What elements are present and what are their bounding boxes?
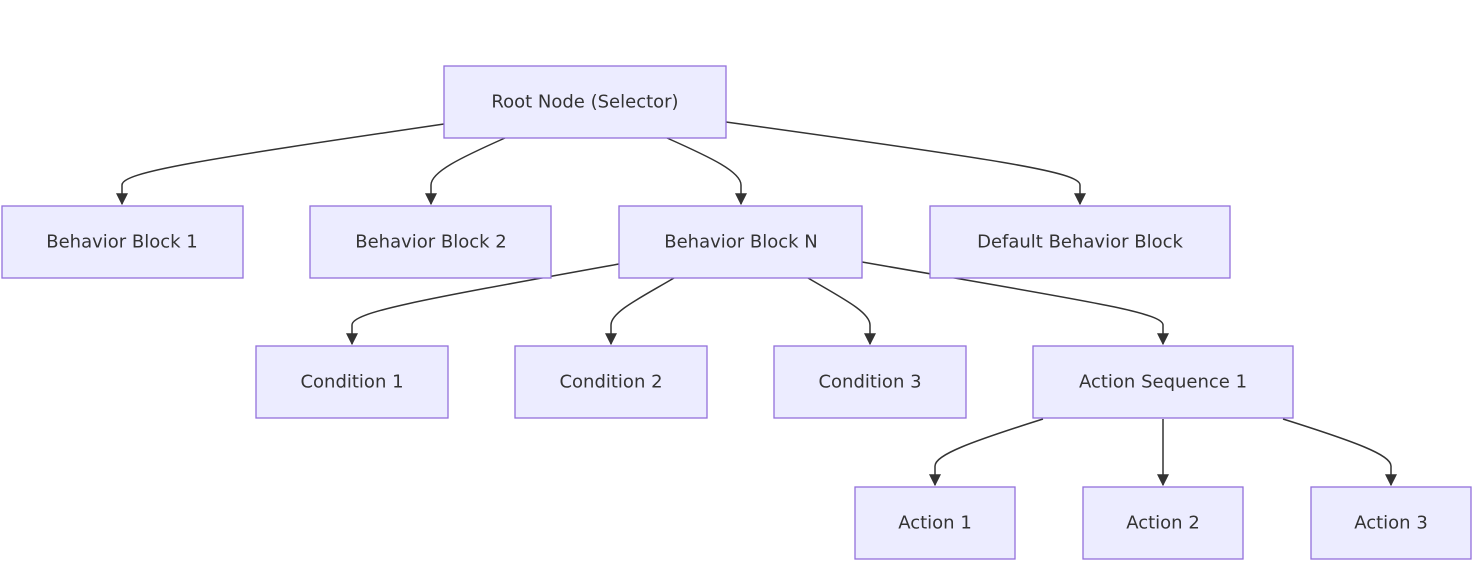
edge-root-to-behavior-block-n: [666, 137, 747, 206]
node-behavior-block-1: Behavior Block 1: [1, 205, 244, 279]
node-action-sequence-1: Action Sequence 1: [1032, 345, 1294, 419]
edges-layer: [116, 121, 1397, 487]
node-default-behavior-block: Default Behavior Block: [929, 205, 1231, 279]
edge-action-sequence-1-to-action-1: [929, 418, 1044, 487]
node-root: Root Node (Selector): [443, 65, 727, 139]
node-condition-2: Condition 2: [514, 345, 708, 419]
edge-root-to-default-behavior-block: [725, 121, 1086, 206]
edge-root-to-behavior-block-1: [116, 123, 445, 206]
node-action-2: Action 2: [1082, 486, 1244, 560]
node-condition-2-label: Condition 2: [559, 372, 662, 393]
node-condition-3: Condition 3: [773, 345, 967, 419]
node-action-1: Action 1: [854, 486, 1016, 560]
node-condition-3-label: Condition 3: [818, 372, 921, 393]
edge-behavior-block-n-to-condition-2: [605, 277, 675, 346]
node-behavior-block-2: Behavior Block 2: [309, 205, 552, 279]
node-default-behavior-block-label: Default Behavior Block: [977, 232, 1183, 253]
nodes-layer: Root Node (Selector) Behavior Block 1 Be…: [1, 65, 1472, 560]
node-behavior-block-2-label: Behavior Block 2: [355, 232, 507, 253]
node-action-3: Action 3: [1310, 486, 1472, 560]
edge-action-sequence-1-to-action-3: [1282, 418, 1397, 487]
node-condition-1-label: Condition 1: [300, 372, 403, 393]
node-behavior-block-1-label: Behavior Block 1: [46, 232, 198, 253]
edge-behavior-block-n-to-condition-3: [807, 277, 876, 346]
edge-root-to-behavior-block-2: [425, 137, 506, 206]
node-root-label: Root Node (Selector): [491, 92, 678, 113]
node-behavior-block-n-label: Behavior Block N: [664, 232, 818, 253]
node-action-2-label: Action 2: [1126, 513, 1200, 534]
node-action-3-label: Action 3: [1354, 513, 1428, 534]
node-condition-1: Condition 1: [255, 345, 449, 419]
node-behavior-block-n: Behavior Block N: [618, 205, 863, 279]
node-action-1-label: Action 1: [898, 513, 972, 534]
node-action-sequence-1-label: Action Sequence 1: [1079, 372, 1247, 393]
